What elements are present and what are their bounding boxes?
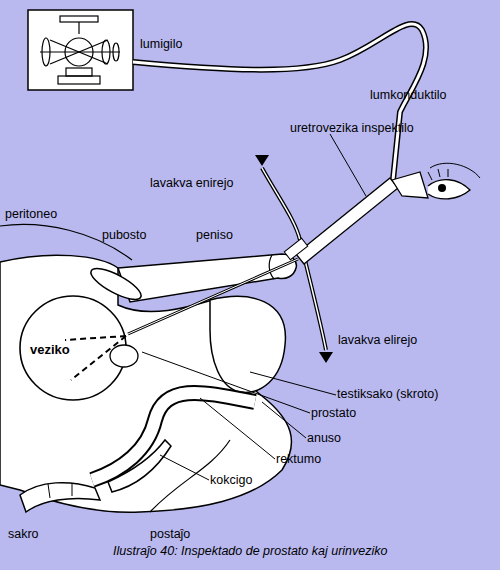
scope-shaft	[128, 259, 298, 334]
part-label: lavakva elirejo	[338, 333, 417, 347]
scope-valve	[284, 238, 307, 259]
outflow-arrow	[319, 352, 333, 363]
part-label: sakro	[8, 527, 39, 541]
leader-lines	[142, 134, 366, 480]
eye-pupil	[438, 184, 446, 192]
part-label: postaĵo	[150, 527, 190, 541]
scope-shaft-core	[128, 259, 298, 334]
irrigation-tube	[262, 168, 326, 350]
part-label: rektumo	[276, 452, 321, 466]
light-source-apparatus	[40, 16, 120, 84]
part-label: testiksako (skroto)	[337, 387, 438, 401]
part-label: prostato	[311, 406, 356, 420]
sacrum-bone	[20, 483, 100, 512]
scope-body	[296, 178, 398, 264]
rectum-inner	[92, 393, 255, 480]
part-label: lavakva enirejo	[150, 176, 233, 190]
pubic-bone	[87, 263, 145, 305]
part-label: peritoneo	[5, 207, 57, 221]
sacrum-segment	[48, 484, 50, 498]
part-label: anuso	[307, 431, 341, 445]
light-source-box	[28, 10, 133, 90]
sacrum-segment	[72, 483, 73, 496]
part-label: lumigilo	[140, 37, 182, 51]
eye	[428, 180, 470, 199]
coccyx-bone	[108, 440, 171, 492]
penis-shape	[118, 254, 296, 302]
figure-caption: Ilustraĵo 40: Inspektado de prostato kaj…	[113, 544, 387, 558]
part-label: kokcigo	[210, 473, 252, 487]
glans-line	[269, 255, 274, 279]
irrigation-tube-core	[262, 168, 326, 350]
part-label: uretrovezika inspektilo	[290, 121, 414, 135]
rectum-tube	[92, 393, 255, 480]
eye-lashes	[428, 169, 448, 180]
part-label: pubosto	[102, 228, 146, 242]
brow	[430, 163, 480, 178]
inflow-arrow	[255, 155, 269, 166]
part-label: lumkonduktilo	[370, 88, 446, 102]
part-label: peniso	[196, 228, 233, 242]
organ-label: veziko	[30, 342, 70, 357]
eyepiece	[392, 172, 428, 198]
bladder-node: veziko	[18, 294, 128, 402]
